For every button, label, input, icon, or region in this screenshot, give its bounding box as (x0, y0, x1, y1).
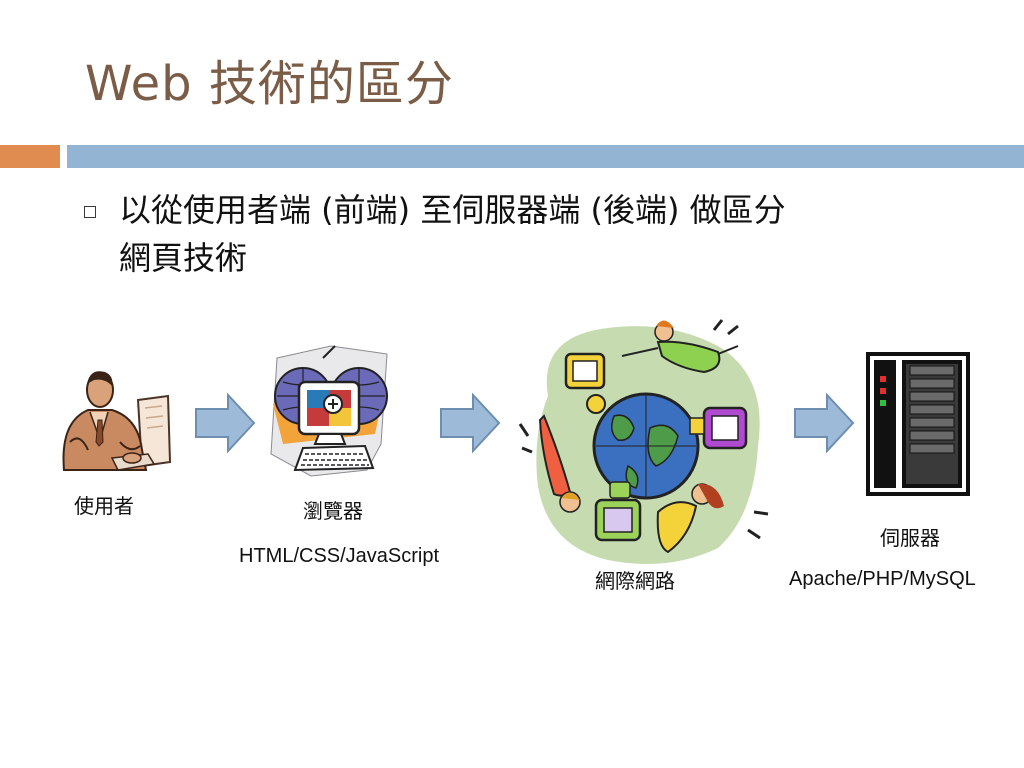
flow-arrow-3 (794, 393, 855, 453)
browser-label: 瀏覽器 (303, 499, 363, 523)
flow-arrow-2 (440, 393, 501, 453)
server-label: 伺服器 (880, 526, 940, 550)
bullet-line-1: 以從使用者端 (前端) 至伺服器端 (後端) 做區分 (119, 191, 786, 229)
flow-arrow-1 (195, 393, 256, 453)
title-accent-bar-orange (0, 145, 60, 168)
user-label: 使用者 (74, 494, 134, 518)
server-tower-icon (866, 352, 970, 496)
internet-label: 網際網路 (595, 569, 675, 593)
bullet-text: 以從使用者端 (前端) 至伺服器端 (後端) 做區分 網頁技術 (119, 186, 979, 282)
user-at-computer-icon (62, 371, 172, 471)
bullet-square-icon (84, 206, 96, 218)
title-accent-bar-blue (67, 145, 1024, 168)
server-tech-label: Apache/PHP/MySQL (789, 568, 976, 590)
bullet-line-2: 網頁技術 (119, 239, 248, 277)
internet-globe-icon (518, 319, 769, 564)
browser-tech-label: HTML/CSS/JavaScript (239, 545, 440, 567)
slide-title: Web 技術的區分 (85, 56, 454, 112)
browser-computer-icon (270, 345, 388, 477)
